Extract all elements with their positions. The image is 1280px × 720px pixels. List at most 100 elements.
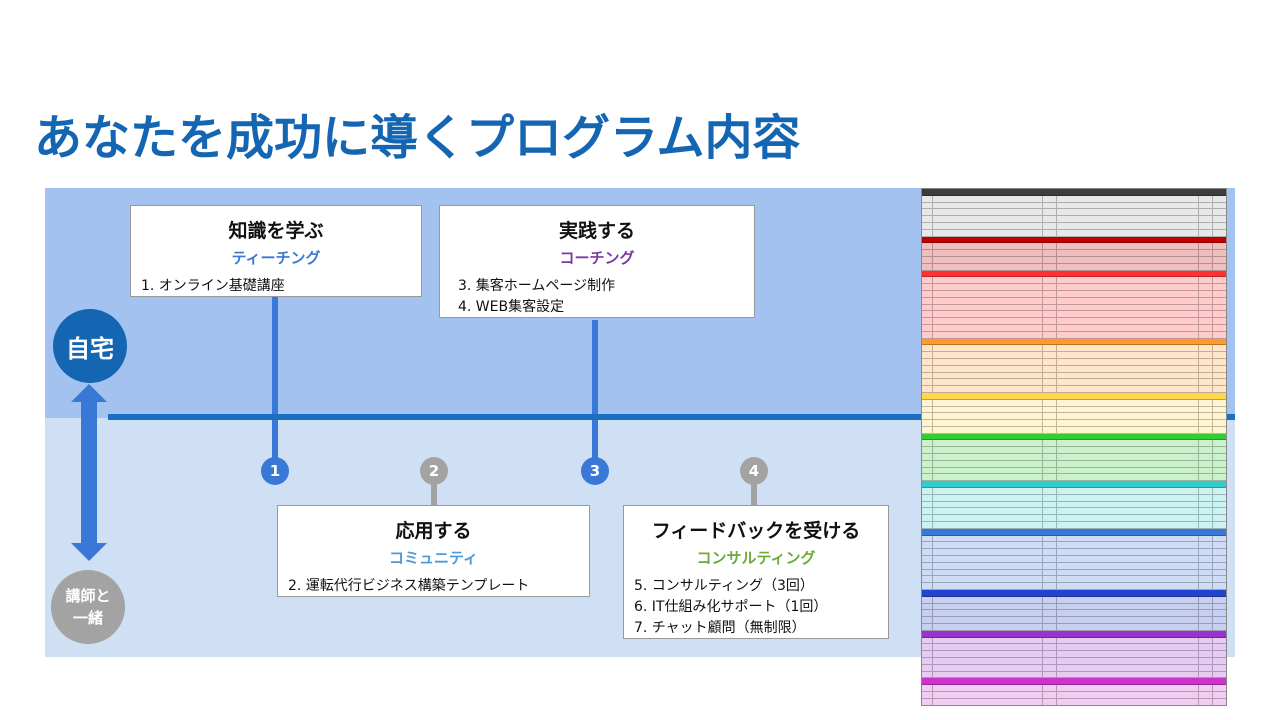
sheet-row [922,522,1226,529]
sheet-row [922,691,1226,699]
sheet-row [922,576,1226,584]
step-1-item: 1. オンライン基礎講座 [141,278,285,294]
sheet-row [922,596,1226,604]
sheet-row [922,603,1226,611]
sheet-row [922,569,1226,577]
sheet-row [922,209,1226,217]
sheet-row [922,406,1226,414]
sheet-section-header [922,433,1226,441]
sheet-section-header [922,630,1226,638]
sheet-section-header [922,590,1226,597]
sheet-row [922,637,1226,645]
sheet-row [922,651,1226,658]
sheet-row [922,372,1226,380]
step-4-subtitle: コンサルティング [696,549,816,567]
step-3-box: 実践する コーチング 3. 集客ホームページ制作 4. WEB集客設定 [439,205,755,318]
sheet-row [922,508,1226,516]
sheet-row [922,243,1226,251]
sheet-row [922,501,1226,509]
sheet-row [922,420,1226,427]
sheet-row [922,467,1226,475]
sheet-row [922,685,1226,692]
sheet-row [922,290,1226,298]
sheet-row [922,488,1226,495]
axis-arrow-up-icon [71,384,107,402]
with-instructor-label: 講師と一緒 [51,570,125,644]
sheet-section-header [922,481,1226,489]
sheet-row [922,324,1226,332]
sheet-row [922,352,1226,359]
sheet-row [922,542,1226,550]
sheet-row [922,413,1226,421]
sheet-section-header [922,338,1226,346]
step-1-connector [272,296,278,460]
sheet-row [922,440,1226,448]
step-4-item: 6. IT仕組み化サポート（1回） [634,599,828,615]
step-4-connector [751,480,757,508]
step-2-box: 応用する コミュニティ 2. 運転代行ビジネス構築テンプレート [277,505,590,597]
sheet-row [922,311,1226,319]
step-1-title: 知識を学ぶ [228,220,324,242]
sheet-row [922,365,1226,373]
step-2-connector [431,480,437,508]
sheet-row [922,304,1226,312]
step-1-box: 知識を学ぶ ティーチング 1. オンライン基礎講座 [130,205,422,297]
sheet-row [922,610,1226,618]
step-4-title: フィードバックを受ける [651,520,861,542]
sheet-row [922,229,1226,237]
step-2-subtitle: コミュニティ [388,549,479,567]
sheet-row [922,331,1226,339]
step-3-connector [592,320,598,460]
sheet-row [922,454,1226,461]
sheet-row [922,644,1226,652]
sheet-row [922,549,1226,557]
sheet-section-header [922,270,1226,278]
sheet-row [922,263,1226,271]
page-title: あなたを成功に導くプログラム内容 [34,110,801,166]
sheet-row [922,222,1226,230]
spreadsheet-thumbnail-icon [921,188,1227,706]
step-2-marker: 2 [420,457,448,485]
sheet-row [922,617,1226,624]
sheet-row [922,379,1226,387]
sheet-row [922,562,1226,570]
step-3-item: 4. WEB集客設定 [458,299,565,315]
sheet-section-header [922,528,1226,536]
sheet-row [922,474,1226,482]
sheet-section-header [922,678,1226,686]
step-3-item: 3. 集客ホームページ制作 [458,278,616,294]
sheet-row [922,202,1226,210]
sheet-row [922,556,1226,563]
step-2-item: 2. 運転代行ビジネス構築テンプレート [288,578,530,594]
sheet-row [922,535,1226,543]
sheet-row [922,386,1226,393]
sheet-row [922,624,1226,631]
sheet-row [922,460,1226,468]
sheet-section-header [922,392,1226,400]
sheet-row [922,216,1226,223]
sheet-row [922,583,1226,591]
sheet-row [922,277,1226,285]
sheet-row [922,256,1226,264]
step-1-marker: 1 [261,457,289,485]
sheet-row [922,664,1226,672]
sheet-section-header [922,236,1226,244]
step-4-item: 5. コンサルティング（3回） [634,578,814,594]
sheet-section-header [922,189,1226,196]
sheet-row [922,447,1226,455]
timeline-line [108,414,1235,420]
step-4-marker: 4 [740,457,768,485]
step-4-item: 7. チャット顧問（無制限） [634,620,806,636]
sheet-row [922,284,1226,291]
step-2-title: 応用する [395,520,472,542]
sheet-row [922,515,1226,523]
sheet-row [922,671,1226,679]
sheet-row [922,399,1226,407]
axis-arrow-shaft [81,398,97,546]
sheet-row [922,657,1226,665]
sheet-row [922,345,1226,353]
sheet-row [922,358,1226,366]
sheet-row [922,297,1226,305]
sheet-row [922,195,1226,203]
sheet-row [922,318,1226,325]
